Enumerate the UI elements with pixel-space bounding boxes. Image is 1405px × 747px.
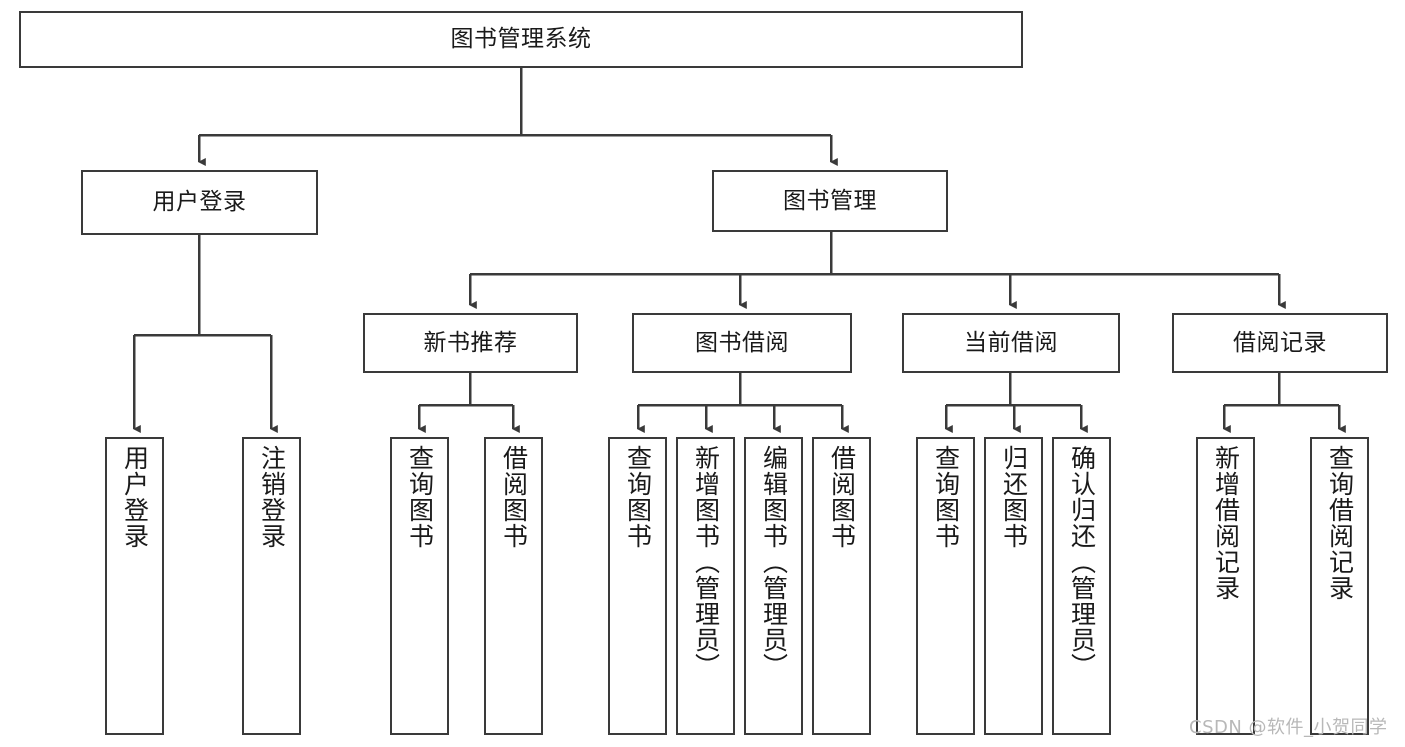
leaf-add-borrow-record[interactable]: 新增借阅记录 [1196, 437, 1255, 735]
node-label: 用户登录 [152, 189, 247, 215]
node-label: 新书推荐 [423, 329, 518, 356]
node-new-book-recommend[interactable]: 新书推荐 [363, 313, 578, 373]
node-user-login[interactable]: 用户登录 [81, 170, 318, 235]
node-root-system[interactable]: 图书管理系统 [19, 11, 1023, 68]
node-label: 新增借阅记录 [1211, 445, 1241, 601]
node-label: 确认归还（管理员） [1067, 445, 1097, 679]
watermark-text: CSDN @软件_小贺同学 [1189, 717, 1388, 738]
node-label: 借阅图书 [499, 445, 529, 549]
leaf-edit-book-admin[interactable]: 编辑图书（管理员） [744, 437, 803, 735]
leaf-user-login[interactable]: 用户登录 [105, 437, 164, 735]
node-label: 用户登录 [120, 445, 150, 549]
node-label: 查询图书 [623, 445, 653, 549]
node-label: 借阅记录 [1233, 329, 1327, 356]
node-label: 图书借阅 [695, 329, 789, 356]
leaf-query-book-recommend[interactable]: 查询图书 [390, 437, 449, 735]
node-book-borrow[interactable]: 图书借阅 [632, 313, 852, 373]
node-current-borrow[interactable]: 当前借阅 [902, 313, 1120, 373]
node-label: 图书管理 [783, 187, 877, 214]
leaf-query-book-current[interactable]: 查询图书 [916, 437, 975, 735]
leaf-query-book[interactable]: 查询图书 [608, 437, 667, 735]
node-label: 查询图书 [405, 445, 435, 549]
node-label: 归还图书 [999, 445, 1029, 549]
node-label: 新增图书（管理员） [691, 445, 721, 679]
leaf-confirm-return-admin[interactable]: 确认归还（管理员） [1052, 437, 1111, 735]
node-label: 查询借阅记录 [1325, 445, 1355, 601]
leaf-query-borrow-record[interactable]: 查询借阅记录 [1310, 437, 1369, 735]
node-borrow-records[interactable]: 借阅记录 [1172, 313, 1388, 373]
node-book-management[interactable]: 图书管理 [712, 170, 948, 232]
leaf-borrow-book[interactable]: 借阅图书 [812, 437, 871, 735]
node-label: 图书管理系统 [450, 26, 592, 52]
node-label: 当前借阅 [964, 329, 1058, 356]
node-label: 注销登录 [257, 445, 287, 549]
leaf-add-book-admin[interactable]: 新增图书（管理员） [676, 437, 735, 735]
leaf-borrow-book-recommend[interactable]: 借阅图书 [484, 437, 543, 735]
node-label: 编辑图书（管理员） [759, 445, 789, 679]
leaf-logout[interactable]: 注销登录 [242, 437, 301, 735]
node-label: 查询图书 [931, 445, 961, 549]
node-label: 借阅图书 [827, 445, 857, 549]
leaf-return-book[interactable]: 归还图书 [984, 437, 1043, 735]
